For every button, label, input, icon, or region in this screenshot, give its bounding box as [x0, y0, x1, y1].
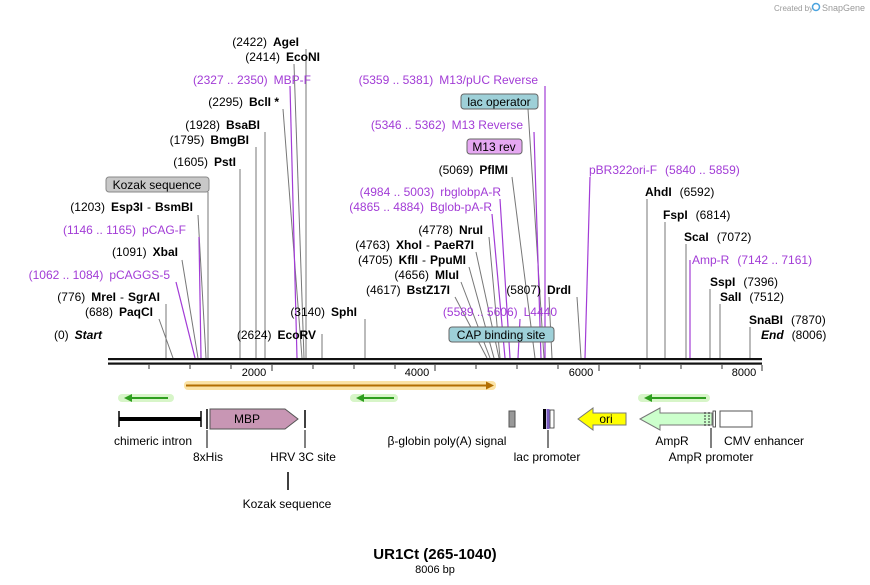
lac-operator-box: [460, 93, 539, 110]
primer-mbpf: (2327 .. 2350)MBP-F: [193, 73, 311, 87]
label-kozak: Kozak sequence: [243, 497, 332, 511]
feature-lac-promoter: [543, 409, 555, 429]
esp3i-line: [197, 214, 207, 359]
primer-rbglob: (4984 .. 5003)rbglobpA-R: [360, 185, 502, 199]
primer-pcagf: (1146 .. 1165)pCAG-F: [63, 223, 186, 237]
ruler-ticks: [148, 365, 763, 371]
primer-ampr: Amp-R(7142 .. 7161): [692, 253, 812, 267]
bcli-line: [282, 108, 303, 359]
label-8xhis: 8xHis: [193, 450, 223, 464]
map-title: UR1Ct (265-1040): [373, 546, 496, 563]
pbr-line: [584, 176, 591, 359]
site-start: (0)Start: [54, 328, 103, 342]
label-bglobin: β-globin poly(A) signal: [388, 434, 507, 448]
label-hrv: HRV 3C site: [270, 450, 336, 464]
brand-text: SnapGene: [822, 3, 865, 13]
backbone-top-strand: [108, 358, 762, 361]
backbone-bottom-strand: [108, 362, 762, 365]
cap-binding-label: CAP binding site: [457, 328, 546, 342]
primer-pcaggs5: (1062 .. 1084)pCAGGS-5: [29, 268, 171, 282]
feature-ampr-arrow: [638, 407, 713, 431]
orf-highlight-forward: [184, 381, 496, 390]
feature-ori-label: ori: [599, 412, 612, 426]
site-nrui: (4778)NruI: [418, 223, 483, 237]
feature-mbp-label: MBP: [234, 412, 260, 426]
paqci-line: [158, 318, 174, 359]
map-size: 8006 bp: [415, 564, 455, 576]
econi-line: [293, 63, 305, 359]
site-paqci: (688)PaqCI: [85, 305, 153, 319]
orf-arrow-3: [638, 394, 710, 402]
site-sphi: (3140)SphI: [290, 305, 357, 319]
ruler-label-8000: 8000: [732, 367, 756, 379]
site-mlui: (4656)MluI: [394, 268, 459, 282]
site-sali: SalI(7512): [720, 290, 784, 304]
primer-l4440: (5589 .. 5606)L4440: [443, 305, 557, 319]
primer-m13puc: (5359 .. 5381)M13/pUC Reverse: [359, 73, 539, 87]
site-bmgbi: (1795)BmgBI: [170, 133, 249, 147]
site-psti: (1605)PstI: [173, 155, 236, 169]
site-agei: (2422)AgeI: [232, 35, 299, 49]
m13rev-box-label: M13 rev: [472, 140, 515, 154]
feature-chimeric-intron: [118, 411, 202, 427]
primer-bglob: (4865 .. 4884)Bglob-pA-R: [349, 200, 492, 214]
site-scai: ScaI(7072): [684, 230, 751, 244]
ruler-label-6000: 6000: [569, 367, 593, 379]
site-bsabi: (1928)BsaBI: [185, 118, 260, 132]
feature-ori-arrow: [577, 407, 627, 431]
m13rev-box: [466, 138, 523, 155]
mlui-line: [460, 281, 491, 359]
feature-mbp-arrow: [209, 408, 299, 430]
ampr-promoter-box: [712, 410, 716, 428]
site-ecorv: (2624)EcoRV: [237, 328, 316, 342]
primer-pbr: pBR322ori-F(5840 .. 5859): [589, 163, 740, 177]
kozak-box: [105, 176, 210, 193]
m13rev-line: [533, 131, 542, 359]
orf-arrow-2: [350, 394, 398, 402]
lac-operator-line: [527, 108, 545, 359]
label-cmv-enhancer: CMV enhancer: [724, 434, 804, 448]
ruler-label-2000: 2000: [242, 367, 266, 379]
xbai-line: [181, 259, 199, 359]
site-drdi: (5807)DrdI: [506, 283, 571, 297]
label-chimeric-intron: chimeric intron: [114, 434, 192, 448]
pcaggs5-line: [175, 281, 196, 359]
site-end: End(8006): [761, 328, 826, 342]
kozak-box-label: Kozak sequence: [113, 178, 202, 192]
primer-m13rev: (5346 .. 5362)M13 Reverse: [371, 118, 523, 132]
site-fspi: FspI(6814): [663, 208, 730, 222]
site-sspi: SspI(7396): [710, 275, 778, 289]
credit-text: Created by: [774, 4, 813, 13]
site-xhoi: (4763)XhoI-PaeR7I: [355, 238, 474, 252]
cap-binding-box: [448, 326, 555, 343]
drdi-line-2: [576, 296, 582, 359]
site-esp3i: (1203)Esp3I-BsmBI: [70, 200, 193, 214]
site-econi: (2414)EcoNI: [245, 50, 320, 64]
orf-arrow-1: [118, 394, 174, 402]
site-sgrai: (776)MreI-SgrAI: [57, 290, 160, 304]
kfli-line: [468, 266, 495, 359]
site-snabi: SnaBI(7870): [749, 313, 826, 327]
label-ampr-promoter: AmpR promoter: [669, 450, 754, 464]
snapgene-logo-icon: [811, 2, 821, 12]
label-lac-promoter: lac promoter: [514, 450, 581, 464]
feature-bglobin-mark: [508, 410, 516, 428]
site-bcli: (2295)BclI *: [208, 95, 279, 109]
site-pflmi: (5069)PflMI: [439, 163, 508, 177]
site-xbai: (1091)XbaI: [112, 245, 178, 259]
site-bstz: (4617)BstZ17I: [366, 283, 450, 297]
feature-cmv-enhancer: [719, 410, 753, 428]
site-ahdi: AhdI(6592): [645, 185, 714, 199]
label-ampr: AmpR: [655, 434, 689, 448]
lac-operator-label: lac operator: [467, 95, 530, 109]
mbpf-line: [289, 85, 298, 359]
ruler-label-4000: 4000: [405, 367, 429, 379]
pcagf-line: [198, 236, 202, 359]
primer-leader-lines: [175, 85, 691, 359]
site-kfli: (4705)KflI-PpuMI: [358, 253, 466, 267]
